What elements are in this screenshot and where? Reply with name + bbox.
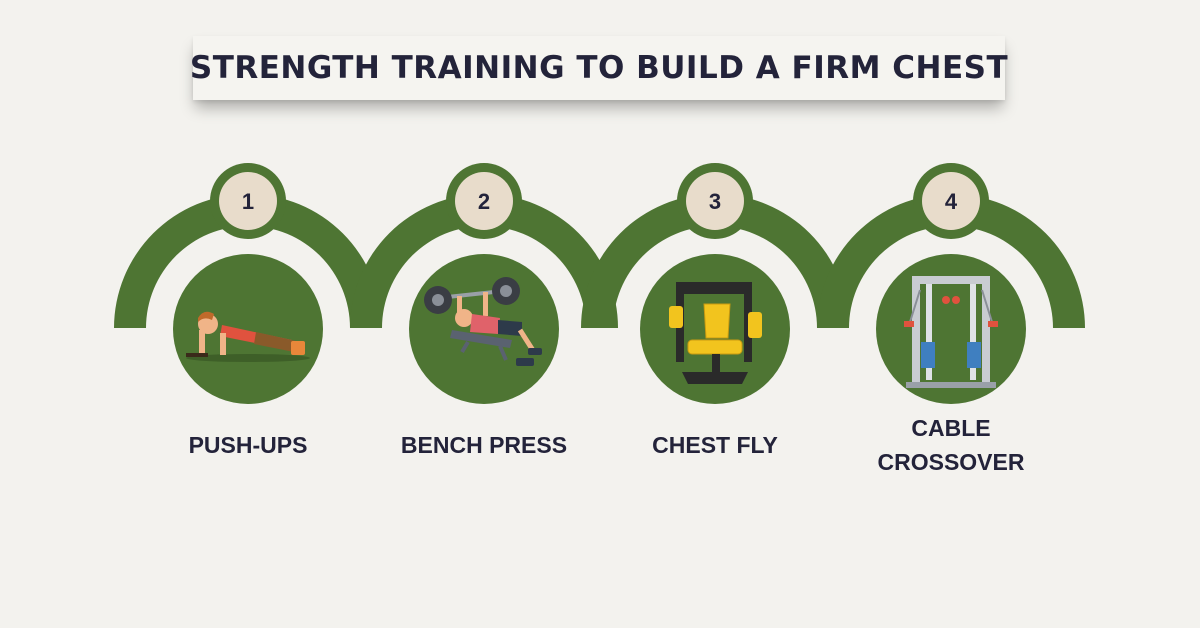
step-2-badge: 2 — [446, 163, 522, 239]
step-3-label: CHEST FLY — [652, 432, 778, 458]
bench-press-icon — [424, 277, 542, 366]
page-title: STRENGTH TRAINING TO BUILD A FIRM CHEST — [189, 50, 1009, 86]
step-3-badge: 3 — [677, 163, 753, 239]
chest-fly-machine-icon — [669, 282, 762, 384]
step-2-arc — [350, 194, 618, 328]
step-1-badge: 1 — [210, 163, 286, 239]
step-1-label: PUSH-UPS — [188, 432, 308, 458]
step-2-label: BENCH PRESS — [400, 432, 568, 458]
step-4-badge: 4 — [913, 163, 989, 239]
step-4-label-line-1: CABLE — [911, 415, 991, 441]
step-4-arc — [817, 194, 1085, 328]
step-1-icon-circle — [173, 254, 323, 404]
step-3-number: 3 — [709, 189, 721, 214]
title-banner: STRENGTH TRAINING TO BUILD A FIRM CHEST — [189, 36, 1009, 100]
push-up-icon — [186, 311, 310, 362]
cable-crossover-machine-icon — [904, 276, 998, 388]
step-4-label-line-2: CROSSOVER — [877, 449, 1025, 475]
step-2-number: 2 — [478, 189, 490, 214]
step-3-arc — [581, 194, 849, 328]
step-1-arc — [114, 194, 382, 328]
step-1-number: 1 — [242, 189, 254, 214]
step-4-number: 4 — [945, 189, 958, 214]
step-4-label: CABLE CROSSOVER — [831, 411, 1071, 479]
